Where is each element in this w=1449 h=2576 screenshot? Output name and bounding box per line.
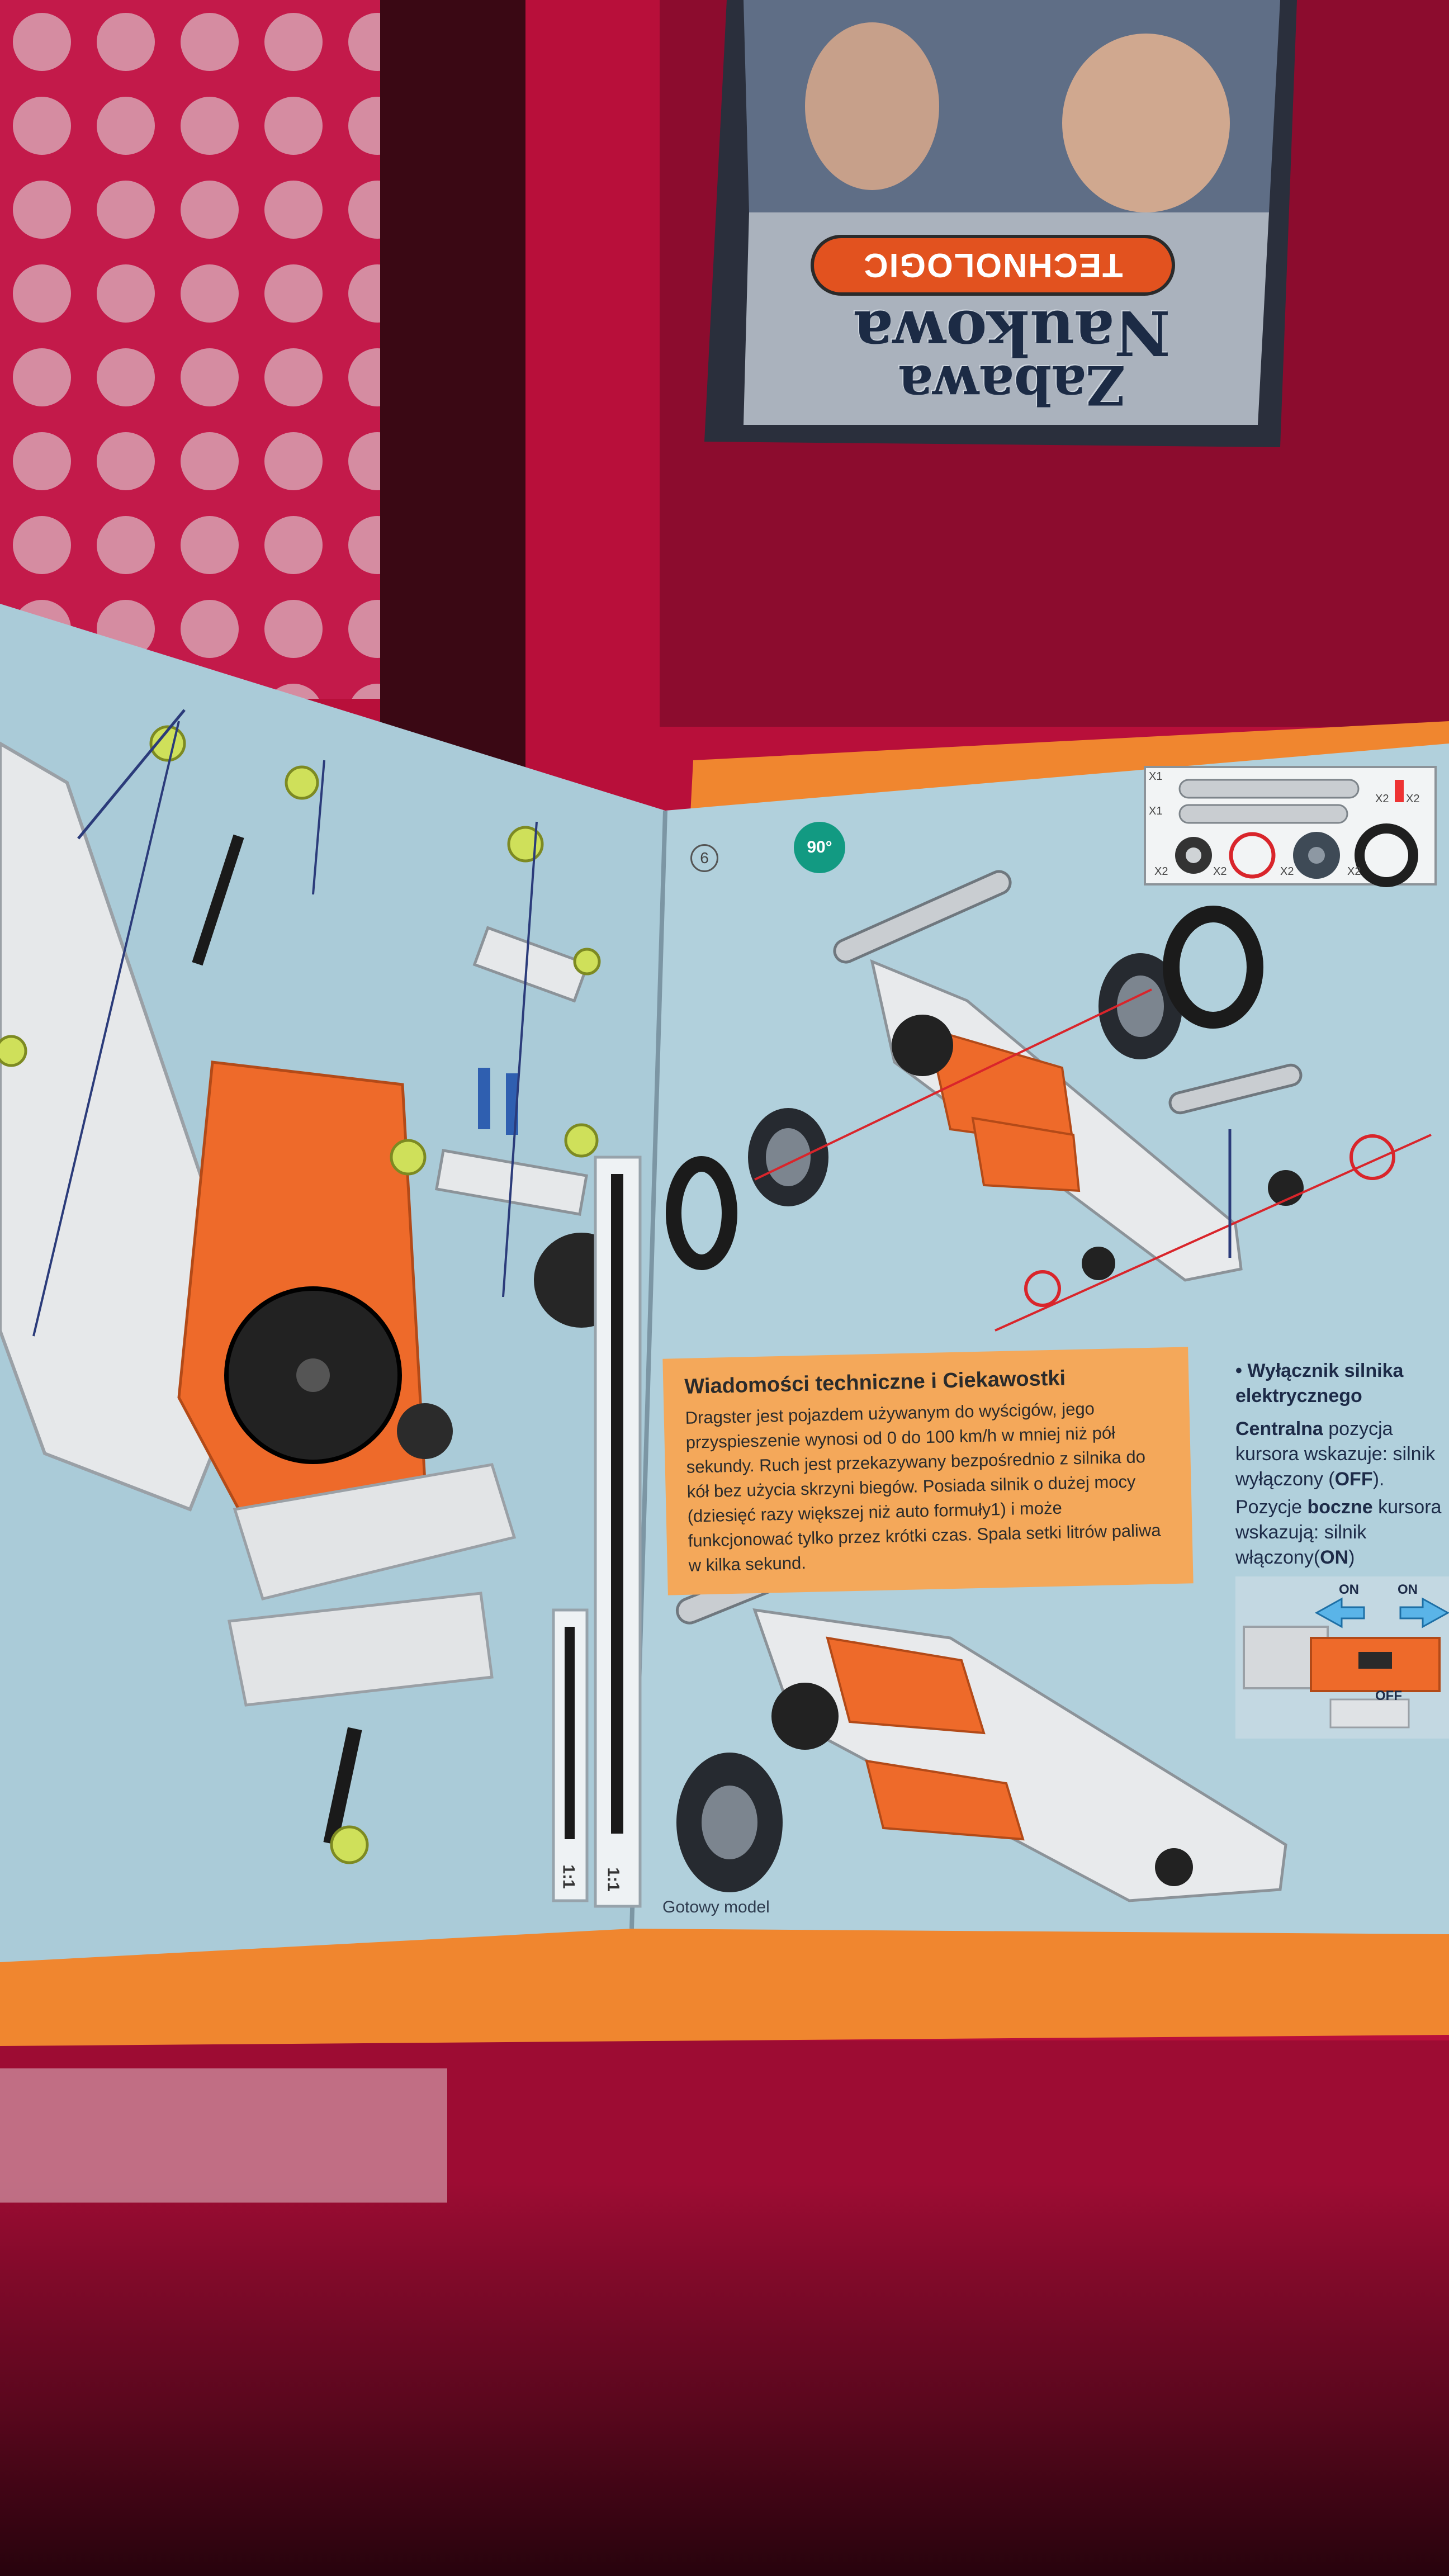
switch-diagram — [1235, 1576, 1449, 1739]
ruler-short-label: 1:1 — [559, 1864, 578, 1889]
qty-label: X2 — [1347, 865, 1361, 878]
qty-label: X2 — [1213, 865, 1227, 878]
info-box: Wiadomości techniczne i Ciekawostki Drag… — [662, 1347, 1194, 1595]
qty-label: X2 — [1280, 865, 1294, 878]
info-box-title: Wiadomości techniczne i Ciekawostki — [684, 1366, 1066, 1399]
parts-list-box — [1144, 766, 1437, 887]
step-number: 6 — [690, 844, 718, 872]
qty-label: X2 — [1375, 793, 1389, 805]
switch-note-on: Pozycje boczne kursora wskazują: silnik … — [1235, 1497, 1442, 1569]
finished-model-caption: Gotowy model — [662, 1898, 770, 1916]
brand-logo: TECHNOLOGIC — [811, 235, 1175, 296]
switch-off-label: OFF — [1375, 1688, 1402, 1703]
arrow-left-icon — [1314, 1597, 1365, 1628]
left-exploded-model — [0, 709, 642, 1908]
switch-on-left-label: ON — [1339, 1582, 1359, 1597]
switch-on-right-label: ON — [1398, 1582, 1418, 1597]
ruler-long-label: 1:1 — [604, 1867, 623, 1892]
qty-label: X1 — [1149, 805, 1163, 817]
switch-note-off: Centralna pozycja kursora wskazuje: siln… — [1235, 1418, 1436, 1490]
qty-label: X1 — [1149, 770, 1163, 783]
qty-label: X2 — [1154, 865, 1168, 878]
right-exploded-model — [666, 870, 1432, 1332]
info-box-body: Dragster jest pojazdem używanym do wyści… — [685, 1399, 1161, 1575]
tire-icon — [1163, 906, 1263, 1029]
switch-slider — [1358, 1652, 1392, 1669]
switch-note-heading: • Wyłącznik silnika elektrycznego — [1235, 1360, 1404, 1407]
cover-title-line2: Zabawa — [898, 353, 1126, 416]
rotate-90-icon: 90° — [794, 822, 845, 873]
switch-note: • Wyłącznik silnika elektrycznego Centra… — [1235, 1358, 1442, 1570]
arrow-right-icon — [1399, 1597, 1449, 1628]
qty-label: X2 — [1406, 793, 1420, 805]
cover-booklet — [704, 0, 1297, 447]
